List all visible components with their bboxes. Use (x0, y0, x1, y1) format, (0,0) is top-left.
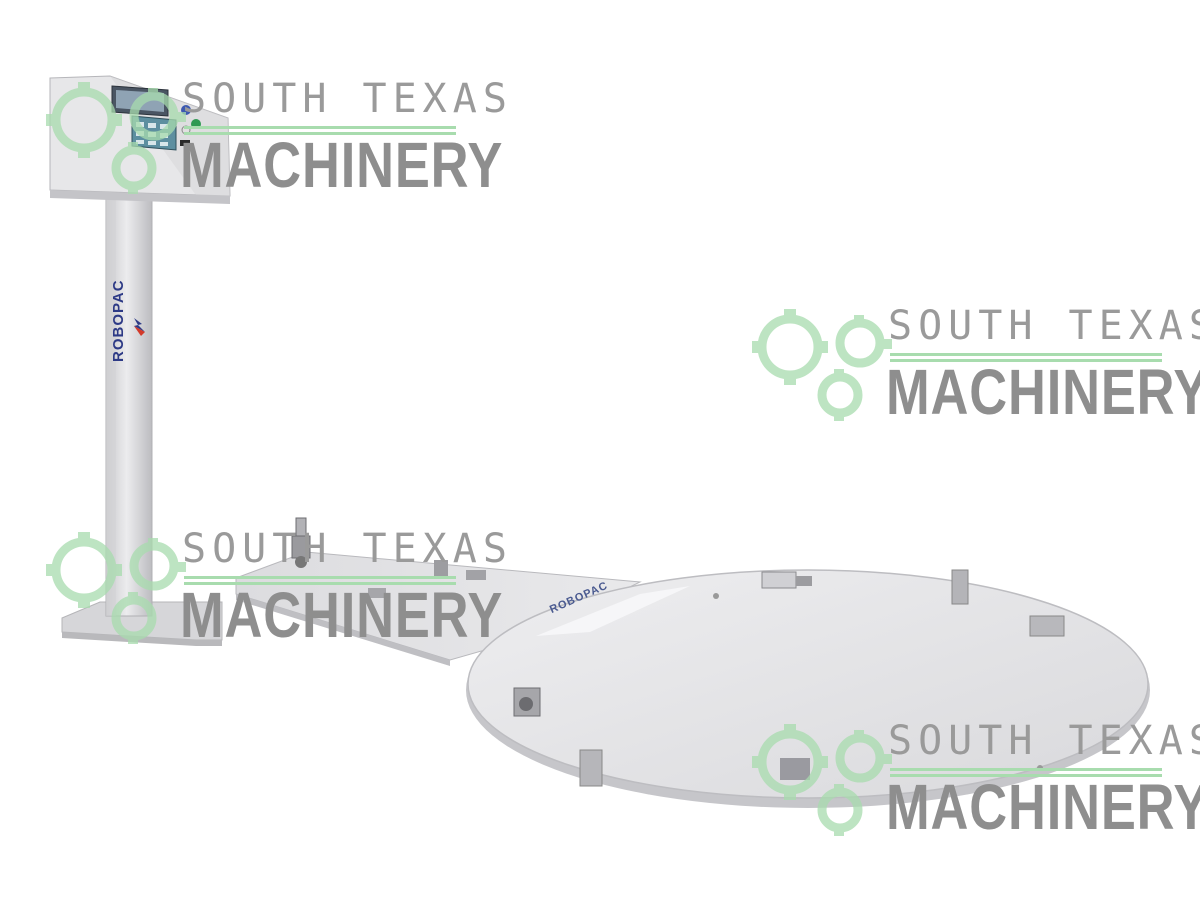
turntable-disc (466, 569, 1150, 808)
robopac-logo-icon (134, 318, 145, 336)
control-console (49, 75, 231, 204)
control-post (105, 197, 153, 617)
loading-ramp (235, 517, 642, 666)
green-button (191, 119, 201, 129)
blue-button (181, 105, 191, 115)
post-brand-label: ROBOPAC (110, 279, 127, 362)
